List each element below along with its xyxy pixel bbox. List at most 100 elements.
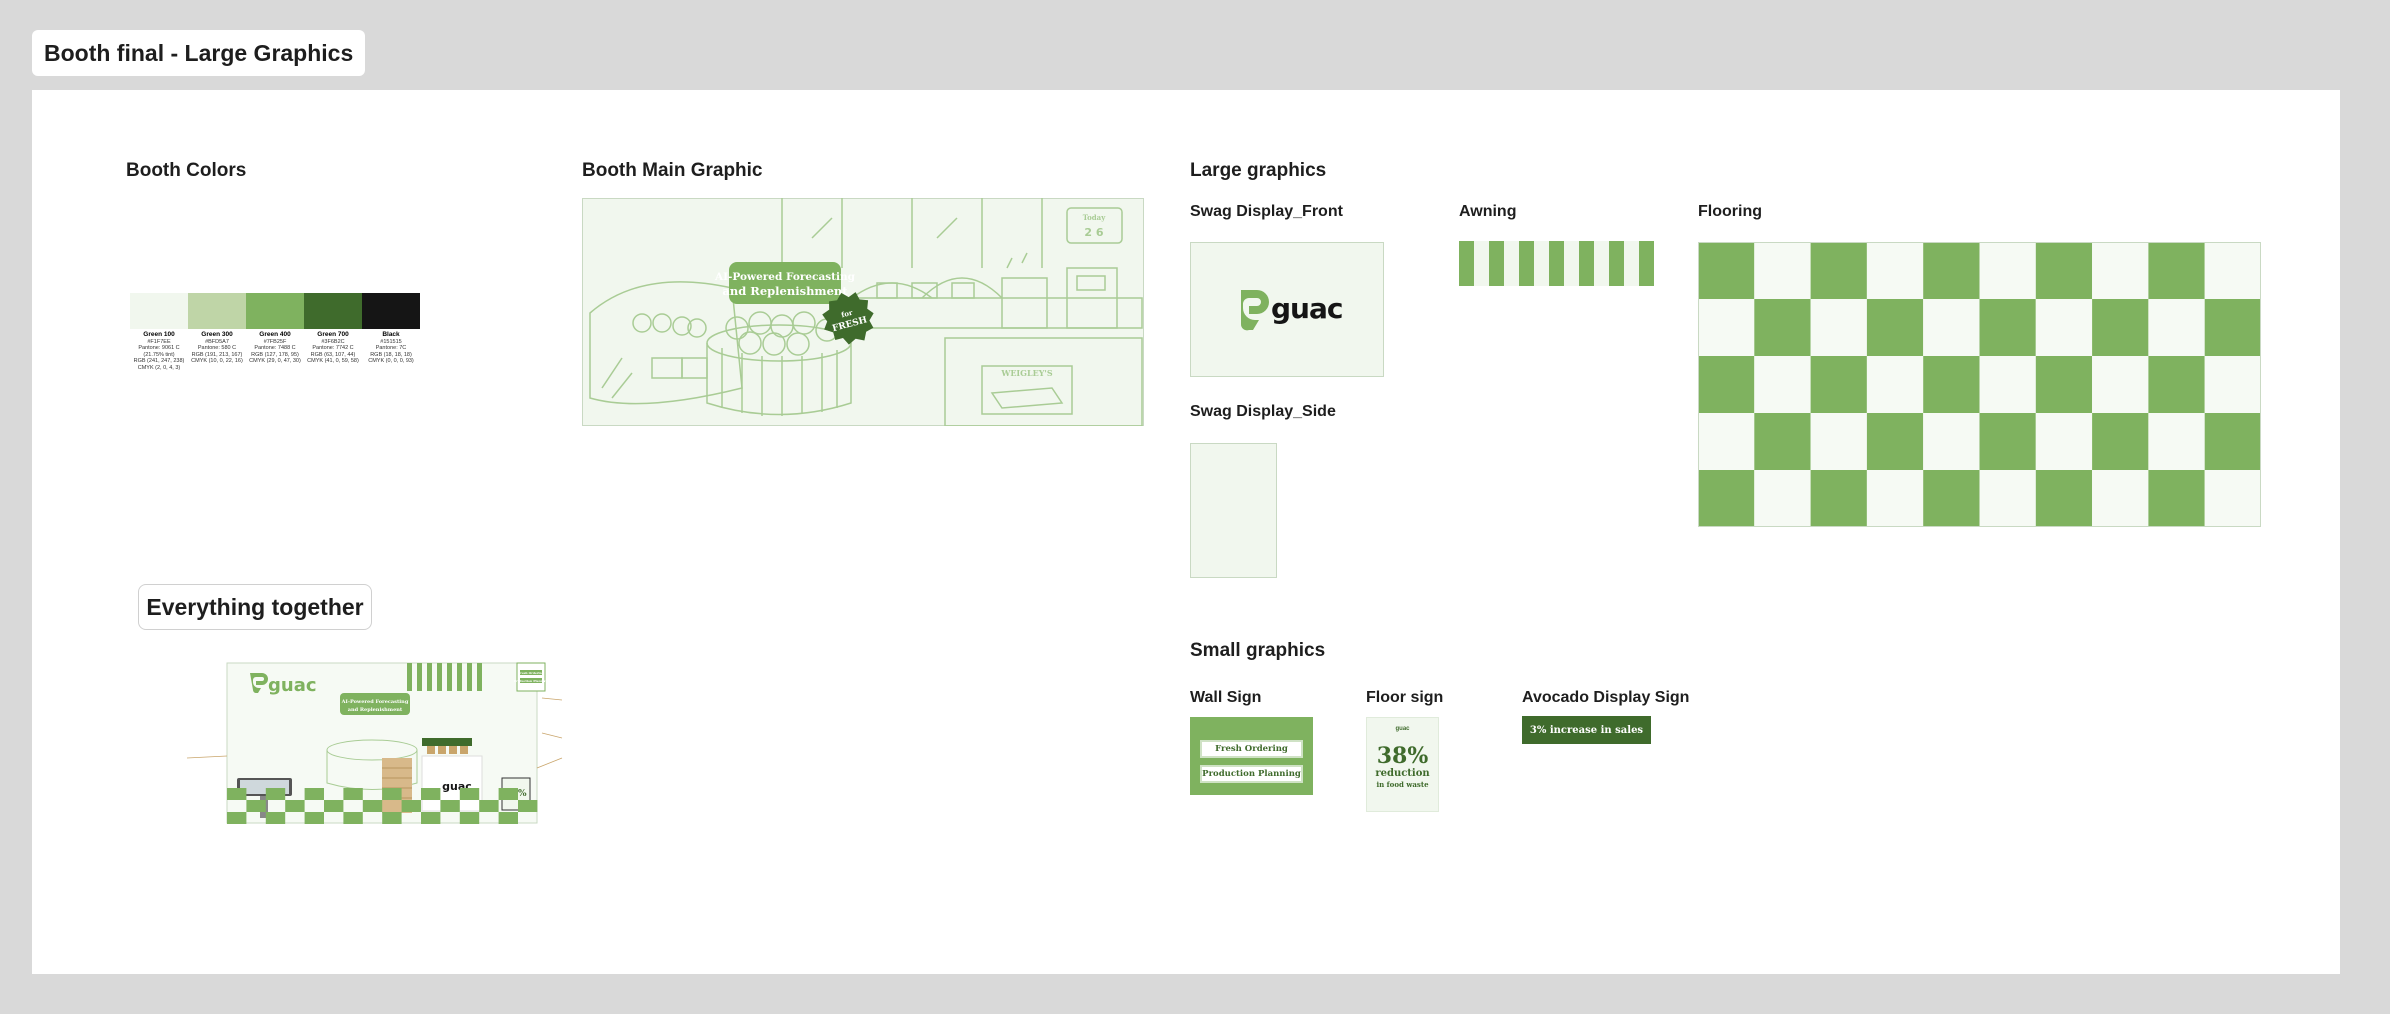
floor-tile <box>1923 242 1980 299</box>
swag-display-side[interactable] <box>1190 443 1277 578</box>
swatch-green-100[interactable] <box>130 293 188 329</box>
floor-tile <box>1810 242 1867 299</box>
awning-stripe <box>1549 241 1564 286</box>
floor-tile <box>1979 356 2036 413</box>
awning-stripe <box>427 663 432 691</box>
floor-tile <box>2092 356 2149 413</box>
floor-tile <box>2035 470 2093 527</box>
section-booth-colors: Booth Colors <box>126 160 247 181</box>
floor-tile <box>1810 470 1867 527</box>
wall-sign[interactable]: Fresh Ordering Production Planning <box>1190 717 1313 795</box>
awning-stripe <box>1504 241 1519 286</box>
swatch-black[interactable] <box>362 293 420 329</box>
floor-tile <box>2148 299 2205 356</box>
wall-sign-fresh-ordering: Fresh Ordering <box>1200 740 1303 758</box>
main-graphic-headline-2: and Replenishment <box>722 284 848 298</box>
awning-stripe <box>1489 241 1504 286</box>
swatch-green-400[interactable] <box>246 293 304 329</box>
floor-tile <box>1923 299 1980 356</box>
floor-tile <box>1754 299 1811 356</box>
awning-stripe <box>477 663 482 691</box>
floor-tile <box>421 788 441 800</box>
floor-tile <box>1698 242 1755 299</box>
floor-tile <box>2148 470 2205 527</box>
floor-tile <box>246 800 266 812</box>
floor-tile <box>1866 299 1924 356</box>
booth-main-graphic[interactable]: AI-Powered Forecasting and Replenishment… <box>582 198 1144 426</box>
floor-tile <box>498 788 518 800</box>
floor-tile <box>304 788 324 800</box>
calendar-number: 2 6 <box>1084 226 1103 239</box>
floor-tile <box>343 812 363 824</box>
swatch-green-700[interactable] <box>304 293 362 329</box>
awning-stripe <box>1564 241 1579 286</box>
awning-stripe <box>417 663 422 691</box>
floor-tile <box>459 788 480 800</box>
floor-tile <box>285 800 305 812</box>
floor-sign-stat: 38% <box>1376 743 1429 769</box>
floor-tile <box>1866 242 1924 299</box>
composite-headline: AI-Powered Forecasting <box>341 699 409 705</box>
floor-tile <box>479 800 499 812</box>
floor-tile <box>2092 470 2149 527</box>
floor-tile <box>1923 356 1980 413</box>
awning-graphic[interactable] <box>1459 241 1654 286</box>
floor-sign[interactable]: guac 38% reduction in food waste <box>1366 717 1439 812</box>
composite-headline-2: and Replenishment <box>348 707 403 713</box>
floor-tile <box>324 800 344 812</box>
label-swag-side: Swag Display_Side <box>1190 403 1336 420</box>
awning-stripe <box>1519 241 1534 286</box>
frame-title[interactable]: Booth final - Large Graphics <box>32 30 366 76</box>
floor-tile <box>2148 242 2205 299</box>
label-awning: Awning <box>1459 203 1517 220</box>
floor-tile <box>1810 356 1867 413</box>
label-flooring: Flooring <box>1698 203 1762 220</box>
main-graphic-headline-1: AI-Powered Forecasting <box>714 271 856 283</box>
floor-tile <box>2035 242 2093 299</box>
floor-tile <box>2204 356 2261 413</box>
floor-tile <box>265 812 286 824</box>
floor-tile <box>518 800 538 812</box>
floor-tile <box>1923 470 1980 527</box>
composite-brand: guac <box>268 675 317 696</box>
floor-tile <box>2092 299 2149 356</box>
composite-wall-tag-2: Production Planning <box>514 679 550 683</box>
floor-tile <box>421 812 441 824</box>
label-swag-front: Swag Display_Front <box>1190 203 1343 220</box>
floor-tile <box>1698 470 1755 527</box>
label-floor-sign: Floor sign <box>1366 689 1444 706</box>
avocado-display-sign[interactable]: 3% increase in sales <box>1522 716 1651 744</box>
floor-tile <box>1979 470 2036 527</box>
awning-stripe <box>437 663 442 691</box>
floor-tile <box>1698 299 1755 356</box>
awning-stripe <box>467 663 472 691</box>
floor-tile <box>2035 413 2093 470</box>
swatch-green-300[interactable] <box>188 293 246 329</box>
floor-tile <box>1810 299 1867 356</box>
awning-stripe <box>1624 241 1639 286</box>
floor-tile <box>1979 413 2036 470</box>
flooring-graphic[interactable] <box>1698 242 2261 527</box>
floor-sign-line-2: in food waste <box>1376 780 1429 789</box>
floor-tile <box>2035 299 2093 356</box>
awning-stripe <box>447 663 452 691</box>
floor-tile <box>2148 413 2205 470</box>
booth-composite-render[interactable]: guac AI-Powered Forecasting and Replenis… <box>182 658 612 830</box>
floor-tile <box>1698 413 1755 470</box>
floor-tile <box>2204 242 2261 299</box>
swag-display-front[interactable]: guac <box>1190 242 1384 377</box>
floor-tile <box>362 800 383 812</box>
guac-logo-icon <box>1240 290 1269 331</box>
floor-tile <box>440 800 460 812</box>
floor-tile <box>498 812 518 824</box>
section-everything-together[interactable]: Everything together <box>138 584 372 630</box>
floor-tile <box>1810 413 1867 470</box>
floor-tile <box>304 812 324 824</box>
floor-tile <box>2035 356 2093 413</box>
floor-tile <box>1866 413 1924 470</box>
